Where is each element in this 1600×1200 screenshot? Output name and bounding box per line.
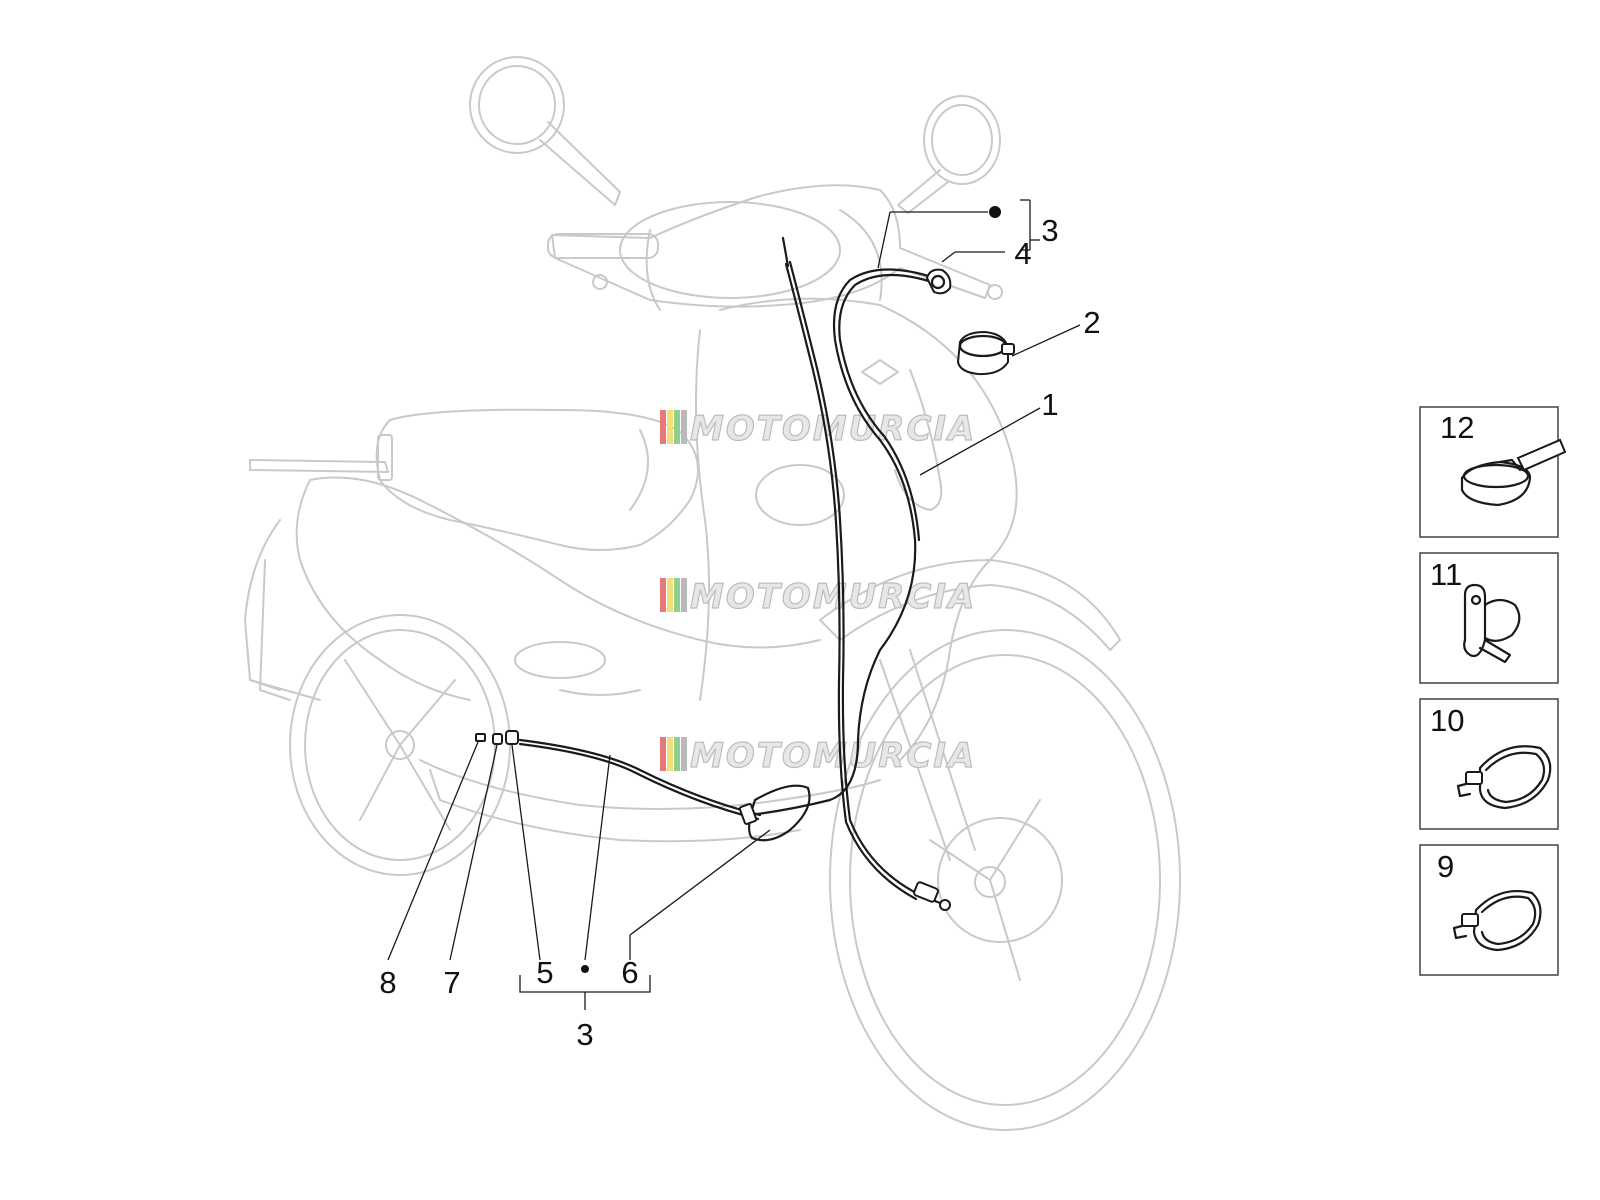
panel-label-11: 11 — [1430, 557, 1462, 592]
callout-4: 4 — [1014, 236, 1031, 271]
clamp-with-strap-icon — [1460, 438, 1567, 507]
side-panel-12: 12 — [1419, 406, 1567, 538]
panel-label-9: 9 — [1437, 849, 1454, 884]
fitting-part-5 — [505, 730, 519, 745]
watermark-text: MOTOMURCIA — [690, 577, 976, 617]
side-panel-11: 11 — [1419, 552, 1559, 684]
p-clip-bracket-icon — [1463, 583, 1521, 664]
watermark-2: MOTOMURCIA — [660, 576, 976, 618]
brake-cable-upper-part-3 — [748, 268, 937, 817]
watermark-3: MOTOMURCIA — [660, 735, 976, 777]
callout-5: 5 — [536, 955, 553, 990]
watermark-1: MOTOMURCIA — [660, 408, 976, 450]
clip-part-4 — [925, 268, 952, 295]
speedometer-cable-part-1 — [781, 236, 951, 911]
callout-6: 6 — [621, 955, 638, 990]
fitting-part-7 — [492, 733, 503, 745]
callout-2: 2 — [1083, 305, 1100, 340]
scooter-outline — [244, 56, 1181, 1131]
panel-label-10: 10 — [1430, 703, 1464, 738]
fittings-parts-5-7-8 — [475, 730, 519, 745]
side-panel-10: 10 — [1419, 698, 1559, 830]
cable-tie-loop-icon — [1456, 745, 1552, 810]
callout-3-bottom: 3 — [576, 1017, 593, 1052]
callout-3-top: 3 — [1041, 213, 1058, 248]
watermark-text: MOTOMURCIA — [690, 409, 976, 449]
cable-tie-loop-icon — [1452, 889, 1542, 952]
leader-lines — [387, 199, 1081, 1010]
callout-labels: 3 4 2 1 8 7 5 6 3 — [379, 213, 1100, 1052]
callout-1: 1 — [1041, 387, 1058, 422]
side-panel-9: 9 — [1419, 844, 1559, 976]
watermark-text: MOTOMURCIA — [690, 736, 976, 776]
fitting-part-8 — [475, 733, 486, 742]
grommet-part-2 — [956, 330, 1015, 376]
callout-8: 8 — [379, 965, 396, 1000]
callout-7: 7 — [443, 965, 460, 1000]
panel-label-12: 12 — [1440, 410, 1474, 445]
lower-cable-part-6 — [518, 738, 811, 842]
